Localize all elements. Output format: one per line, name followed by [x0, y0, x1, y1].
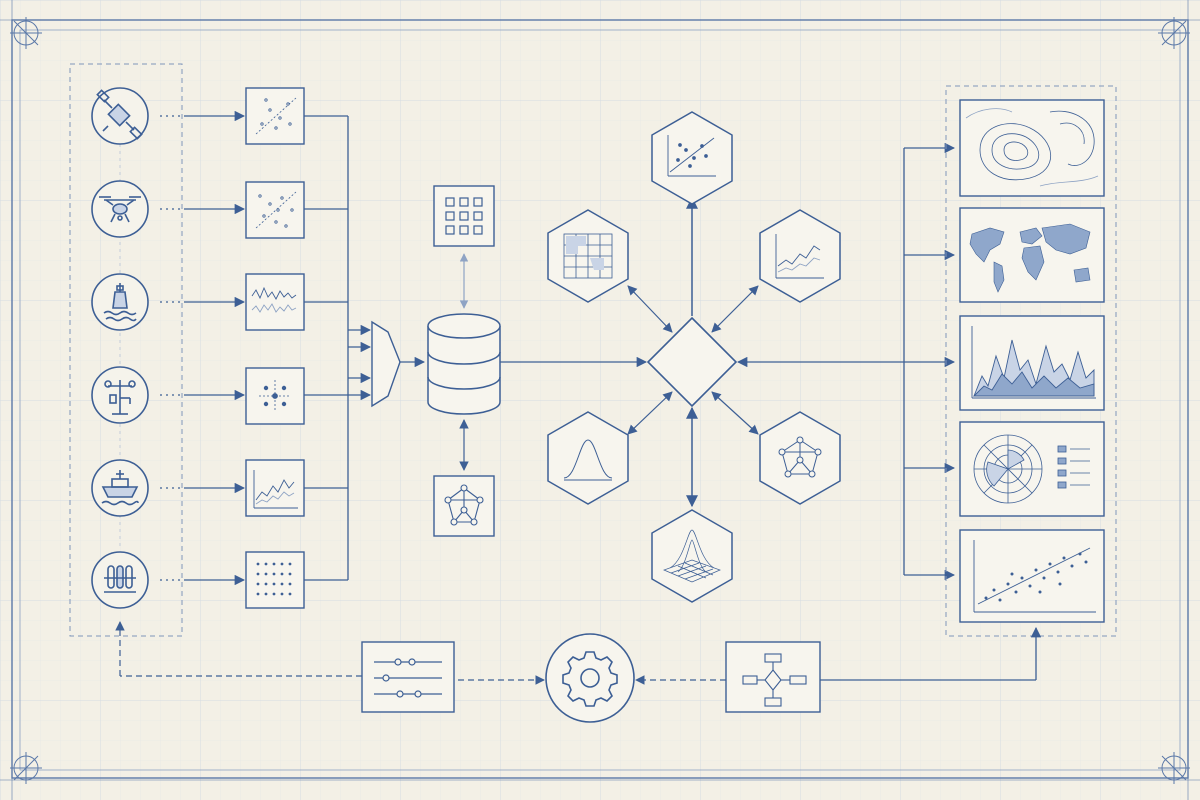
- preprocess-2[interactable]: [245, 181, 305, 239]
- output-world-map[interactable]: [959, 207, 1105, 303]
- source-drone[interactable]: [91, 180, 149, 238]
- method-trends[interactable]: [759, 209, 841, 303]
- signal-wave-icon: [251, 286, 297, 313]
- spoke-lower-right: [711, 391, 759, 435]
- decision-diamond-icon: [646, 316, 738, 408]
- regression-plot-icon: [973, 540, 1096, 613]
- sliders-icon: [374, 658, 442, 698]
- output-polar-chart[interactable]: [959, 421, 1105, 517]
- buoy-icon: [103, 283, 137, 322]
- scatter-grid-icon: [255, 97, 297, 135]
- output-contour-map[interactable]: [959, 99, 1105, 197]
- preprocess-4[interactable]: [245, 367, 305, 425]
- corner-mark-tr: [1158, 17, 1190, 49]
- multiplexer-node: [371, 320, 401, 408]
- network-graph-icon: [778, 436, 822, 478]
- method-geospatial[interactable]: [547, 209, 629, 303]
- data-grid-icon: [445, 197, 483, 235]
- sources-group: [69, 63, 183, 637]
- cluster-icon: [259, 380, 291, 412]
- contour-map-icon: [965, 108, 1099, 187]
- drone-icon: [99, 196, 141, 223]
- spoke-upper-left: [627, 285, 673, 333]
- source-weather-station[interactable]: [91, 366, 149, 424]
- research-vessel-icon: [101, 470, 139, 506]
- method-scatter[interactable]: [651, 111, 733, 205]
- spoke-lower-left: [627, 391, 673, 435]
- source-research-vessel[interactable]: [91, 459, 149, 517]
- corner-mark-br: [1158, 752, 1190, 784]
- database-icon: [427, 313, 501, 415]
- preprocess-5[interactable]: [245, 459, 305, 517]
- method-network[interactable]: [759, 411, 841, 505]
- feedback-engine[interactable]: [545, 633, 635, 723]
- polar-chart-icon: [973, 434, 1090, 504]
- test-tubes-icon: [104, 565, 136, 593]
- preprocess-1[interactable]: [245, 87, 305, 145]
- source-lab[interactable]: [91, 551, 149, 609]
- analysis-hub[interactable]: [646, 316, 738, 408]
- merge-bus-lines: [304, 115, 372, 581]
- output-distribution-lines: [736, 142, 956, 581]
- output-area-chart[interactable]: [959, 315, 1105, 411]
- method-distribution[interactable]: [547, 411, 629, 505]
- scatter-plot-icon: [667, 135, 716, 177]
- corner-mark-tl: [10, 17, 42, 49]
- source-buoy[interactable]: [91, 273, 149, 331]
- world-map-icon: [969, 223, 1091, 293]
- time-series-icon: [253, 470, 298, 509]
- feedback-settings[interactable]: [361, 641, 455, 713]
- database-node[interactable]: [427, 313, 501, 415]
- data-grid-node[interactable]: [433, 185, 495, 247]
- feedback-workflow[interactable]: [725, 641, 821, 713]
- gear-icon: [562, 651, 618, 707]
- point-cloud-icon: [255, 191, 297, 229]
- method-surface[interactable]: [651, 509, 733, 603]
- spoke-upper-right: [711, 285, 759, 333]
- feedback-lines: [115, 621, 1042, 685]
- normal-distribution-icon: [563, 439, 613, 481]
- surface-mesh-icon: [663, 529, 721, 583]
- graph-network-node[interactable]: [433, 475, 495, 537]
- preprocess-6[interactable]: [245, 551, 305, 609]
- geospatial-grid-icon: [563, 233, 613, 279]
- flowchart-icon: [742, 653, 807, 707]
- corner-mark-bl: [10, 752, 42, 784]
- area-chart-icon: [971, 326, 1096, 399]
- dot-matrix-icon: [256, 562, 292, 596]
- graph-network-icon: [444, 484, 484, 526]
- satellite-icon: [96, 89, 143, 140]
- source-satellite[interactable]: [91, 87, 149, 145]
- trend-lines-icon: [775, 234, 824, 279]
- output-regression-plot[interactable]: [959, 529, 1105, 623]
- preprocess-3[interactable]: [245, 273, 305, 331]
- weather-station-icon: [104, 380, 136, 415]
